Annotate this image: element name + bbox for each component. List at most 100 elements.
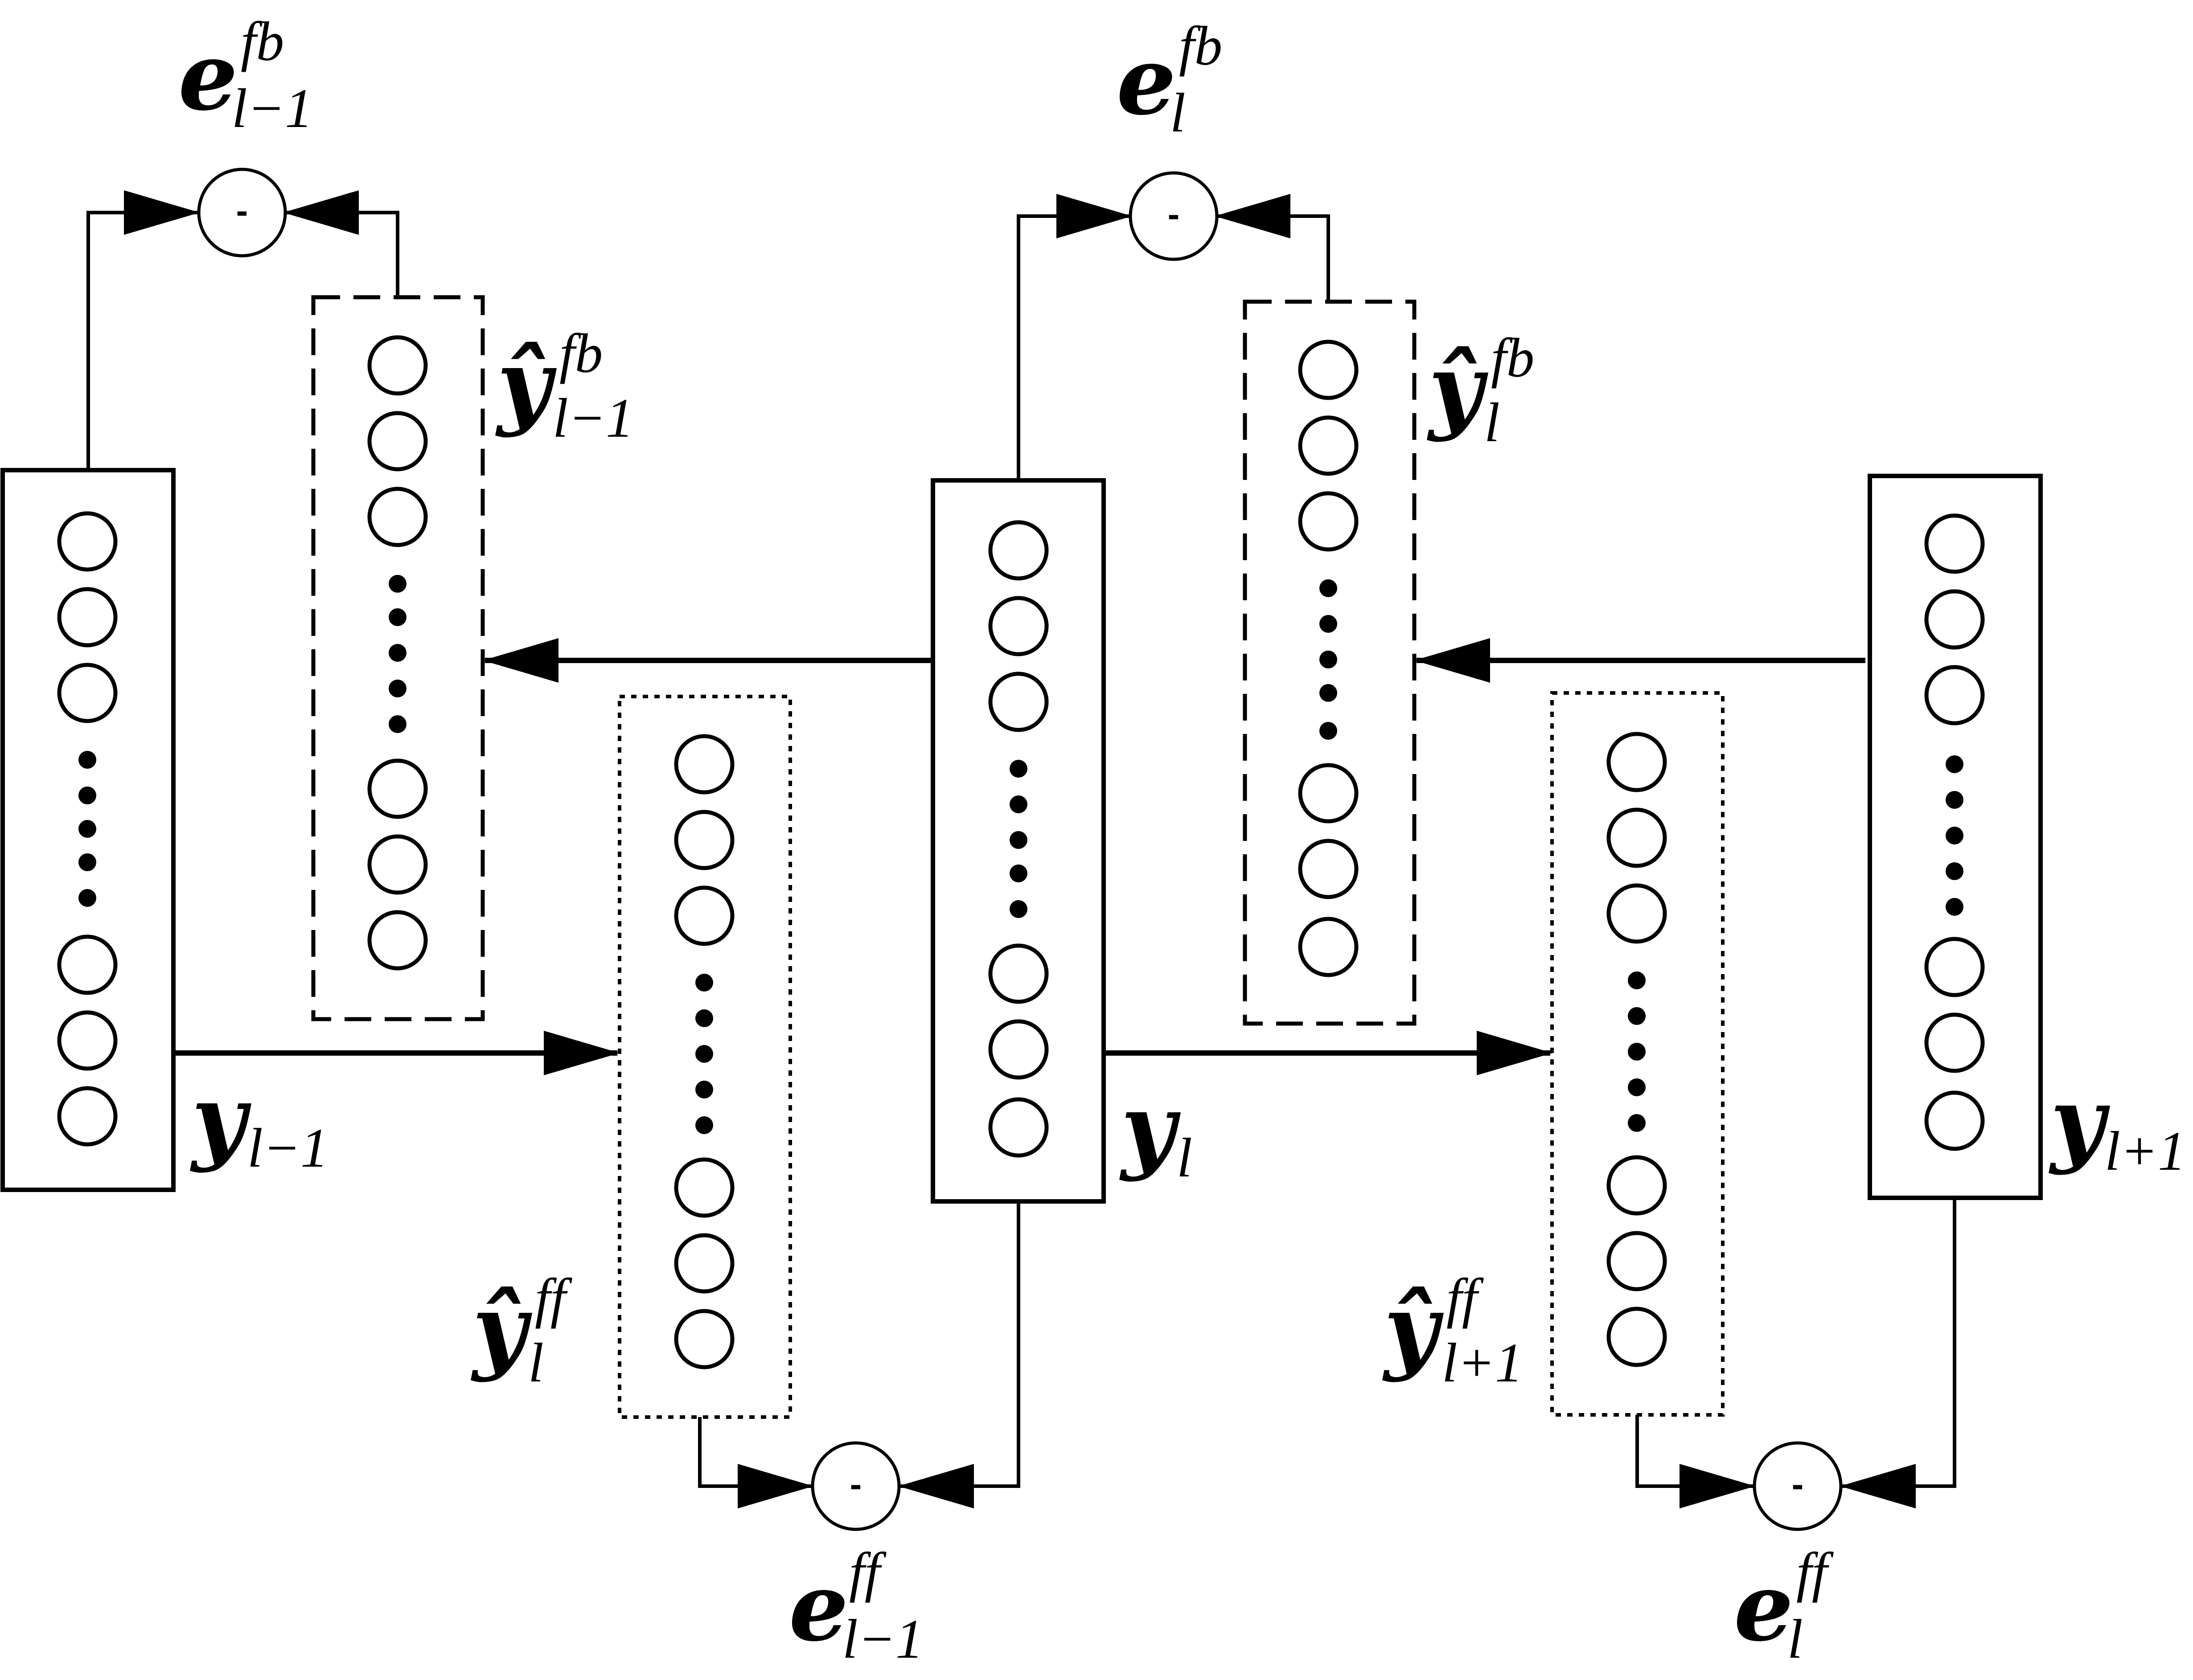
- label-subscript: l−1: [232, 78, 313, 139]
- subtract-sign: -: [1792, 1464, 1804, 1504]
- subtract-sign: -: [236, 191, 248, 230]
- label-symbol: ŷ: [1382, 1274, 1444, 1384]
- label-yhat-fb-l-minus-1: ŷ fb l−1: [495, 323, 634, 449]
- neuron-column: [674, 734, 735, 1369]
- fb-connector-layer-l: [1017, 194, 1132, 480]
- label-symbol: y: [1119, 1073, 1181, 1183]
- label-yhat-ff-l: ŷ ff l: [471, 1268, 573, 1394]
- label-subscript: l: [1177, 1127, 1192, 1189]
- ellipsis-dot: [1946, 898, 1963, 916]
- layer-box-l-minus-1: [0, 468, 176, 1192]
- ellipsis-dot: [389, 608, 407, 626]
- ellipsis-dot: [695, 974, 713, 992]
- ellipsis-dot: [1319, 684, 1337, 702]
- label-y-l-plus-1: y l+1: [2049, 1066, 2186, 1182]
- label-subscript: l−1: [553, 388, 634, 449]
- ellipsis-dot: [1628, 1043, 1646, 1061]
- neuron: [1606, 807, 1667, 868]
- ellipsis-dot: [1319, 651, 1337, 668]
- neuron: [674, 1309, 735, 1369]
- neuron: [1924, 1012, 1985, 1073]
- neuron: [1298, 763, 1359, 824]
- ellipsis-dot: [389, 575, 407, 593]
- ff-connector-pred-l-plus-1: [1635, 1415, 1755, 1508]
- neuron: [1924, 589, 1985, 650]
- neuron: [1924, 665, 1985, 725]
- neuron: [988, 1097, 1049, 1158]
- ellipsis-dot: [1946, 791, 1963, 809]
- ellipsis-dot: [78, 889, 96, 907]
- label-subscript: l−1: [247, 1118, 329, 1179]
- label-subscript: l: [528, 1332, 544, 1394]
- neuron: [1924, 1090, 1985, 1151]
- label-symbol: y: [190, 1064, 252, 1174]
- ff-connector-layer-l-plus-1: [1840, 1198, 1956, 1508]
- label-e-ff-l: e ff l: [1734, 1542, 1834, 1670]
- label-superscript: ff: [849, 1542, 887, 1603]
- subtract-sign: -: [1168, 194, 1180, 234]
- neuron: [57, 1086, 118, 1147]
- label-subscript: l: [1484, 392, 1500, 454]
- ellipsis-dot: [1319, 722, 1337, 740]
- feedback-prediction-box-l: [1243, 299, 1417, 1026]
- ellipsis-dot: [389, 715, 407, 733]
- label-symbol: ŷ: [471, 1274, 533, 1384]
- neuron: [988, 520, 1049, 581]
- ellipsis-dot: [78, 820, 96, 838]
- label-symbol: ŷ: [495, 329, 557, 439]
- ellipsis-dot: [1010, 831, 1027, 849]
- fb-connector-layer-l-minus-1: [86, 190, 200, 470]
- neuron: [57, 1010, 118, 1071]
- ellipsis-dot: [1010, 760, 1027, 778]
- ellipsis-dot: [1946, 827, 1963, 844]
- subtract-node-ff-l: -: [1753, 1441, 1843, 1531]
- layer-box-l: [931, 478, 1106, 1204]
- ellipsis-dot: [1946, 755, 1963, 773]
- neuron: [1924, 513, 1985, 574]
- neuron: [674, 885, 735, 946]
- subtract-node-fb-l: -: [1129, 171, 1219, 261]
- neuron: [367, 758, 428, 819]
- neuron-column: [1298, 340, 1359, 977]
- neuron: [988, 672, 1049, 732]
- neuron: [367, 834, 428, 895]
- feedforward-prediction-box-l-plus-1: [1550, 691, 1725, 1417]
- label-yhat-fb-l: ŷ fb l: [1427, 328, 1534, 454]
- label-superscript: ff: [1446, 1268, 1484, 1329]
- label-subscript: l+1: [2105, 1121, 2186, 1182]
- neuron-column: [367, 335, 428, 971]
- label-symbol: e: [1117, 26, 1176, 136]
- label-superscript: fb: [1179, 16, 1222, 77]
- subtract-node-fb-l-minus-1: -: [197, 168, 287, 258]
- label-superscript: ff: [535, 1268, 573, 1329]
- neuron-column: [988, 520, 1049, 1158]
- neuron-column: [1606, 732, 1667, 1367]
- neuron: [988, 1019, 1049, 1080]
- fb-connector-pred-l: [1215, 194, 1330, 302]
- label-symbol: e: [1734, 1552, 1794, 1662]
- neuron: [674, 1233, 735, 1294]
- subtract-node-ff-l-minus-1: -: [811, 1441, 901, 1531]
- ellipsis-dot: [1010, 865, 1027, 882]
- subtract-sign: -: [850, 1464, 862, 1504]
- ellipsis-dot: [1628, 1078, 1646, 1096]
- ellipsis-dot: [1628, 1007, 1646, 1025]
- neuron: [1298, 491, 1359, 552]
- neuron: [57, 587, 118, 647]
- neuron: [674, 734, 735, 795]
- neuron: [367, 335, 428, 396]
- ellipsis-dot: [1319, 579, 1337, 597]
- neuron: [1606, 1231, 1667, 1291]
- label-subscript: l: [1787, 1609, 1803, 1670]
- neuron: [1606, 1307, 1667, 1367]
- label-symbol: ŷ: [1427, 333, 1489, 443]
- neuron: [1298, 917, 1359, 977]
- neuron: [57, 934, 118, 995]
- neuron: [988, 596, 1049, 656]
- neuron: [988, 943, 1049, 1004]
- neuron: [367, 910, 428, 971]
- ellipsis-dot: [78, 787, 96, 804]
- neuron: [57, 511, 118, 572]
